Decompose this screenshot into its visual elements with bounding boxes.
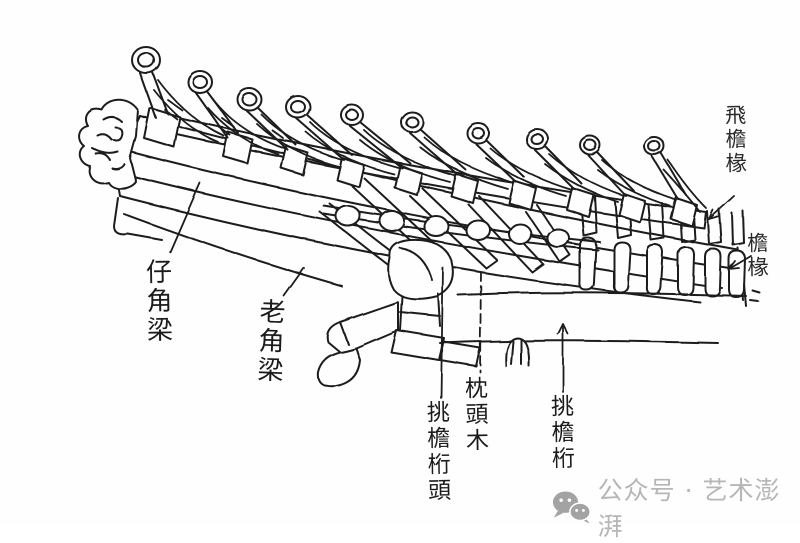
eave-structure-drawing xyxy=(78,46,760,399)
wechat-icon xyxy=(552,491,591,524)
label-zi-jiao-liang: 仔角梁 xyxy=(141,257,173,346)
leader-tiao-yan-heng-tou xyxy=(440,267,444,399)
leader-fei-yan-chuan xyxy=(708,195,735,220)
round-rafter-tips xyxy=(323,205,601,251)
pillow-block xyxy=(504,337,531,367)
label-tiao-yan-heng-tou: 挑檐桁頭 xyxy=(422,399,450,505)
watermark-text: 公众号 · 艺术澎湃 xyxy=(597,476,781,541)
label-tiao-yan-heng: 挑檐桁 xyxy=(546,393,574,473)
rafter-blocks xyxy=(143,107,698,227)
purlin-lines xyxy=(439,283,760,367)
leader-lines xyxy=(169,182,752,399)
figure-canvas: 仔角梁 老角梁 挑檐桁頭 枕頭木 挑檐桁 飛檐椽 檐椽 公众号 · 艺术澎湃 xyxy=(78,46,780,541)
rafter-tip-circles xyxy=(131,46,687,200)
label-lao-jiao-liang: 老角梁 xyxy=(252,297,286,386)
eave-swags xyxy=(153,79,707,213)
leader-yan-chuan xyxy=(728,255,752,270)
dragon-head-ornament xyxy=(78,99,139,190)
label-yan-chuan: 檐椽 xyxy=(744,231,770,281)
label-zhen-tou-mu: 枕頭木 xyxy=(460,375,488,455)
label-fei-yan-chuan: 飛檐椽 xyxy=(722,103,748,177)
watermark: 公众号 · 艺术澎湃 xyxy=(550,471,800,543)
leader-zhen-tou-mu xyxy=(479,271,482,373)
leader-lao-jiao-liang xyxy=(283,267,305,297)
beam-head-assembly xyxy=(316,238,481,388)
leader-zi-jiao-liang xyxy=(169,182,201,253)
